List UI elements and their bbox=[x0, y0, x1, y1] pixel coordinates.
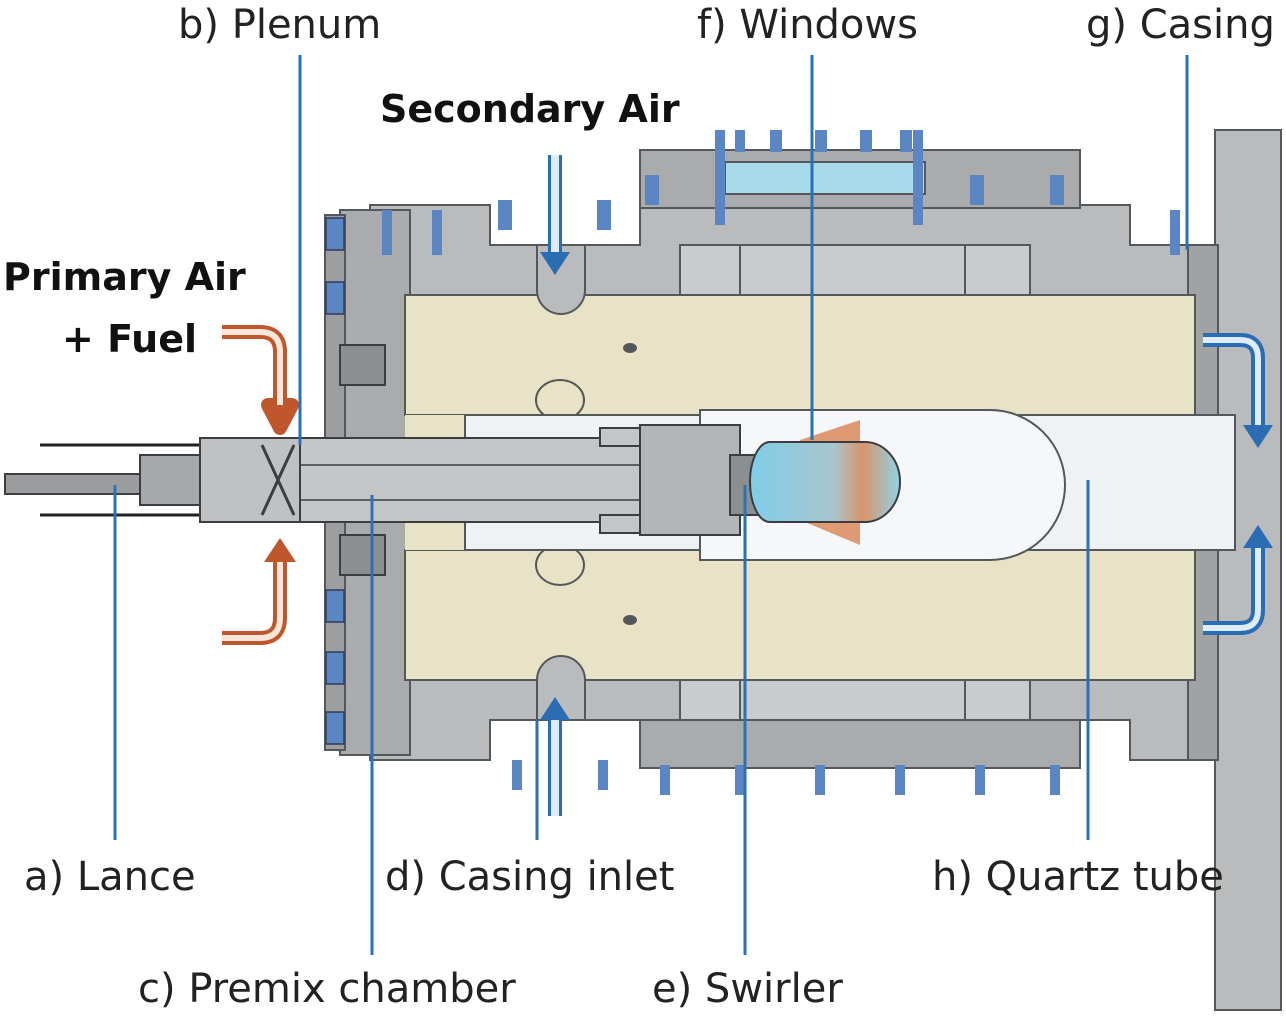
flame-core bbox=[749, 441, 901, 523]
label-fuel: + Fuel bbox=[62, 317, 197, 361]
bolts bbox=[325, 130, 1180, 795]
secondary-air-arrows bbox=[540, 155, 1273, 816]
label-casing: g) Casing bbox=[1086, 2, 1275, 48]
label-lance: a) Lance bbox=[24, 854, 196, 900]
exit-flange bbox=[1214, 129, 1282, 1011]
label-casing-inlet: d) Casing inlet bbox=[385, 854, 674, 900]
window-glass-top bbox=[724, 161, 926, 195]
swirler-body bbox=[639, 424, 741, 536]
label-windows: f) Windows bbox=[697, 2, 918, 48]
upper-insulation bbox=[404, 294, 1196, 416]
label-quartz-tube: h) Quartz tube bbox=[932, 854, 1224, 900]
primary-air-arrows bbox=[222, 325, 299, 645]
label-secondary-air: Secondary Air bbox=[380, 87, 680, 131]
label-swirler: e) Swirler bbox=[652, 966, 843, 1012]
leader-lines bbox=[113, 55, 1189, 955]
casing-body bbox=[324, 129, 1282, 1011]
lower-insulation bbox=[404, 549, 1196, 681]
flame bbox=[749, 420, 901, 545]
premix-tube bbox=[299, 437, 641, 523]
label-plenum: b) Plenum bbox=[178, 2, 381, 48]
lance-assembly bbox=[4, 344, 759, 576]
lower-inlet-channel bbox=[536, 655, 586, 721]
label-primary-air: Primary Air bbox=[3, 255, 246, 299]
window-frame-bottom bbox=[639, 719, 1081, 769]
primary-arrow-bottom bbox=[222, 560, 287, 645]
label-premix-chamber: c) Premix chamber bbox=[138, 966, 516, 1012]
